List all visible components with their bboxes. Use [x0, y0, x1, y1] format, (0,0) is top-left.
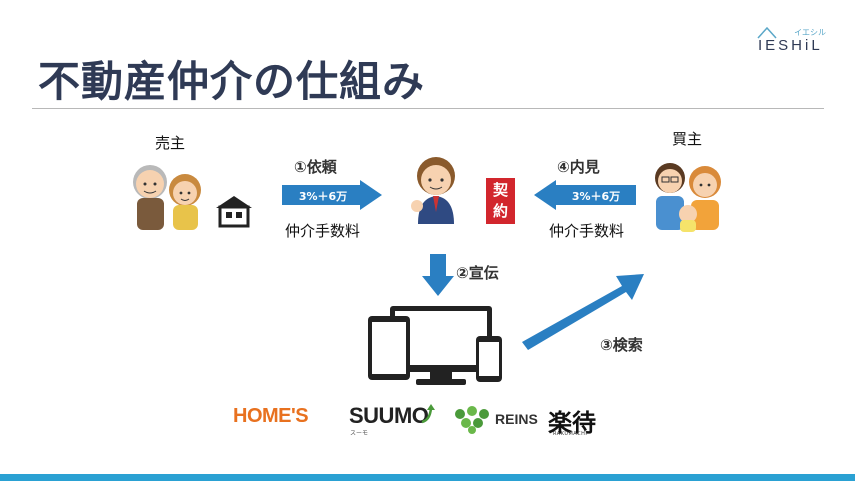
- advertise-step-label: ②宣伝: [456, 264, 499, 282]
- rakumachi-logo-sub: RAKUMACHI: [553, 431, 588, 437]
- title-divider: [32, 108, 824, 109]
- request-arrow: [282, 180, 382, 210]
- young-family-illustration: [655, 163, 721, 232]
- buyer-label: 買主: [672, 130, 703, 148]
- rakumachi-logo: 楽待: [548, 409, 596, 437]
- slide-title: 不動産仲介の仕組み: [38, 57, 426, 106]
- preview-step-label: ④内見: [557, 158, 600, 176]
- logo-kana: イエシル: [794, 28, 826, 37]
- suumo-logo: SUUMO: [349, 403, 429, 428]
- house-outline-icon: [757, 26, 777, 39]
- search-arrow: [522, 274, 644, 350]
- homes-logo: HOME'S: [233, 405, 309, 427]
- search-step-label: ③検索: [600, 336, 643, 354]
- elderly-couple-illustration: [133, 165, 201, 230]
- fee-label-right: 仲介手数料: [549, 222, 625, 240]
- fee-formula-right: 3%＋6万: [571, 190, 621, 203]
- suumo-logo-kana: スーモ: [350, 430, 369, 437]
- agent-illustration: [411, 157, 455, 224]
- ieshil-logo: イエシル IESHiL: [752, 22, 832, 56]
- contract-char-1: 契: [492, 181, 508, 199]
- contract-char-2: 約: [492, 202, 508, 220]
- bottom-accent-bar: [0, 474, 855, 481]
- house-icon: [216, 196, 252, 228]
- contract-badge: 契 約: [486, 178, 515, 224]
- reins-logo: REINS: [495, 411, 538, 427]
- devices-illustration: [368, 306, 502, 385]
- fee-formula-left: 3%＋6万: [298, 190, 348, 203]
- request-step-label: ①依頼: [294, 158, 337, 176]
- fee-label-left: 仲介手数料: [285, 222, 361, 240]
- reins-mark-icon: [455, 406, 489, 434]
- advertise-arrow: [422, 254, 454, 296]
- preview-arrow: [534, 180, 636, 210]
- logo-wordmark: IESHiL: [758, 37, 823, 54]
- seller-label: 売主: [155, 134, 186, 152]
- suumo-arrow-icon: [421, 404, 435, 424]
